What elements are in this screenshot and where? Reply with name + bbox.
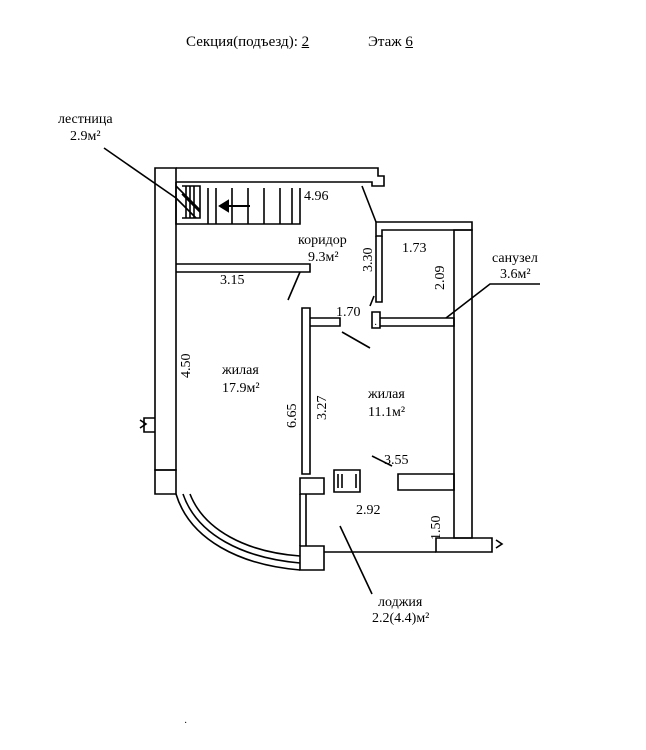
corridor-name: коридор <box>298 233 347 248</box>
dim-doorway: 1.70 <box>336 305 361 320</box>
bath-name: санузел <box>492 251 538 266</box>
loggia-door-block <box>299 477 325 495</box>
dim-large-side: 4.50 <box>179 354 194 379</box>
middle-wall-cap <box>310 317 341 327</box>
dim-bath-height: 2.09 <box>433 266 448 291</box>
bath-bottom-wall <box>380 317 455 327</box>
partition-door-line <box>287 271 301 301</box>
bath-leader <box>445 283 540 319</box>
stair-diag-1 <box>175 185 201 211</box>
right-wall-marker <box>495 539 504 549</box>
dim-small-room-width: 3.55 <box>384 453 409 468</box>
stair-inner <box>182 185 201 219</box>
floor-label: Этаж <box>368 34 402 50</box>
large-room-bottom-wall <box>154 469 177 495</box>
dim-loggia-width: 2.92 <box>356 503 381 518</box>
loggia-arc-inner <box>189 493 301 557</box>
corridor-area: 9.3м² <box>308 250 339 265</box>
dim-corridor-length: 4.96 <box>304 189 329 204</box>
dim-small-side: 3.27 <box>315 396 330 421</box>
dim-bath-width: 1.73 <box>402 241 427 256</box>
top-wall <box>176 167 385 187</box>
dim-355-pointer <box>371 455 393 467</box>
right-outer-wall <box>453 229 473 539</box>
bath-top-wall <box>375 221 473 237</box>
loggia-window-line <box>337 474 357 488</box>
living-small-area: 11.1м² <box>368 405 405 420</box>
partition-315 <box>176 263 311 273</box>
dim-loggia-depth: 1.50 <box>429 516 444 541</box>
living-large-name: жилая <box>221 363 259 378</box>
loggia-arc-outer <box>175 493 301 571</box>
stair-diag-2 <box>175 197 197 219</box>
bath-door-jamb <box>371 311 381 329</box>
stair-leader <box>103 147 177 199</box>
section-number: 2 <box>301 34 310 50</box>
living-large-area: 17.9м² <box>222 381 260 396</box>
corner-mark: · <box>184 718 187 729</box>
right-outer-base <box>435 537 493 553</box>
dim-corridor-height: 3.30 <box>361 248 376 273</box>
door-mark: · <box>374 320 377 331</box>
small-bath-leader <box>369 295 375 307</box>
section-label: Секция(подъезд): <box>186 34 298 50</box>
loggia-left-wall <box>299 494 307 546</box>
section-header: Секция(подъезд): 2 <box>186 34 309 51</box>
stair-name: лестница <box>58 112 113 127</box>
dim-large-depth: 6.65 <box>285 404 300 429</box>
stair-outline <box>175 182 301 225</box>
stair-arrow-icon <box>218 199 250 213</box>
loggia-pillar <box>299 545 325 571</box>
door-swing-small <box>341 331 371 349</box>
corridor-slant <box>361 185 377 223</box>
left-outer-wall <box>154 167 177 471</box>
dim-partition: 3.15 <box>220 273 245 288</box>
floor-number: 6 <box>405 34 413 50</box>
stair-diag-3 <box>181 193 201 213</box>
loggia-arc-mid <box>182 493 301 564</box>
loggia-leader <box>339 525 373 595</box>
stair-area: 2.9м² <box>70 129 101 144</box>
small-room-bottom-wall <box>397 473 455 491</box>
floor-header: Этаж 6 <box>368 34 413 51</box>
middle-wall <box>301 307 311 475</box>
bath-area: 3.6м² <box>500 267 531 282</box>
living-small-name: жилая <box>367 387 405 402</box>
bath-left-wall <box>375 236 383 303</box>
left-wall-marker <box>139 419 148 429</box>
loggia-area: 2.2(4.4)м² <box>372 611 429 626</box>
loggia-name: лоджия <box>378 595 423 610</box>
loggia-window <box>333 469 361 493</box>
